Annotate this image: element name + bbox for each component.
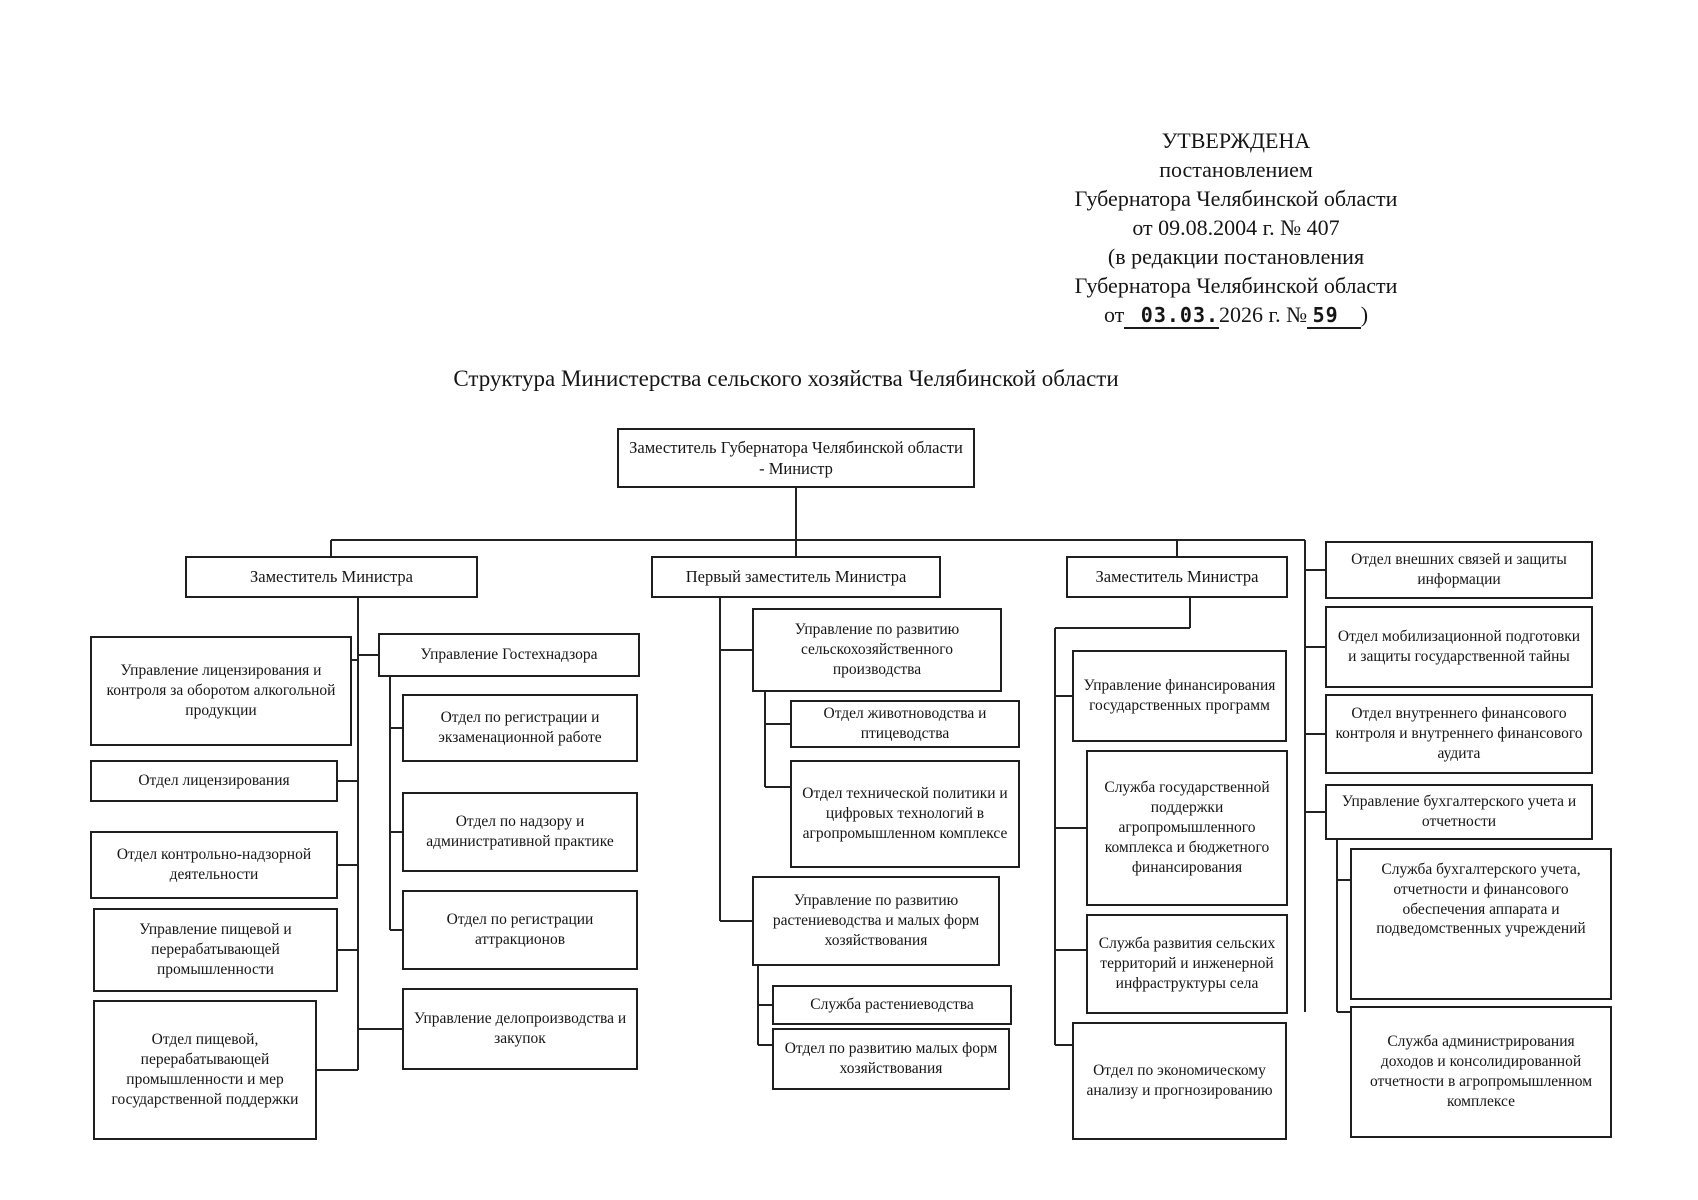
- org-box-revenue-admin-service: Служба администрирования доходов и консо…: [1350, 1006, 1612, 1138]
- amended-number-value: 59: [1312, 303, 1339, 327]
- org-box-economic-analysis-unit: Отдел по экономическому анализу и прогно…: [1072, 1022, 1287, 1140]
- approval-line: Губернатора Челябинской области: [1074, 273, 1398, 298]
- org-box-financing-dept: Управление финансирования государственны…: [1072, 650, 1287, 742]
- org-box-state-support-service: Служба государственной поддержки агропро…: [1086, 750, 1288, 906]
- org-box-records-procurement-dept: Управление делопроизводства и закупок: [402, 988, 638, 1070]
- approval-line: постановлением: [1159, 157, 1313, 182]
- org-box-licensing-unit: Отдел лицензирования: [90, 760, 338, 802]
- org-box-registration-exam-unit: Отдел по регистрации и экзаменационной р…: [402, 694, 638, 762]
- org-box-deputy-minister-right: Заместитель Министра: [1066, 556, 1288, 598]
- org-box-crop-service: Служба растениеводства: [772, 985, 1012, 1025]
- approval-amendment-line: от 03.03.2026 г. № 59 ): [1020, 300, 1452, 329]
- org-box-root-minister: Заместитель Губернатора Челябинской обла…: [617, 428, 975, 488]
- approval-line: (в редакции постановления: [1107, 244, 1365, 269]
- org-box-small-farms-unit: Отдел по развитию малых форм хозяйствова…: [772, 1028, 1010, 1090]
- approval-line: от 09.08.2004 г. № 407: [1132, 215, 1340, 240]
- amended-date-value: 03.03.: [1140, 303, 1220, 327]
- org-box-accounting-service: Служба бухгалтерского учета, отчетности …: [1350, 848, 1612, 1000]
- org-box-deputy-minister-left: Заместитель Министра: [185, 556, 478, 598]
- approval-line: УТВЕРЖДЕНА: [1161, 128, 1311, 153]
- org-box-external-relations-unit: Отдел внешних связей и защиты информации: [1325, 541, 1593, 599]
- org-box-control-supervision-unit: Отдел контрольно-надзорной деятельности: [90, 831, 338, 899]
- org-box-food-industry-unit: Отдел пищевой, перерабатывающей промышле…: [93, 1000, 317, 1140]
- org-box-tech-policy-unit: Отдел технической политики и цифровых те…: [790, 760, 1020, 868]
- org-box-first-deputy-minister: Первый заместитель Министра: [651, 556, 941, 598]
- amended-date-blank: 03.03.: [1124, 303, 1220, 329]
- org-box-food-industry-dept: Управление пищевой и перерабатывающей пр…: [93, 908, 338, 992]
- org-box-agri-production-dept: Управление по развитию сельскохозяйствен…: [752, 608, 1002, 692]
- org-box-licensing-dept: Управление лицензирования и контроля за …: [90, 636, 352, 746]
- amended-number-blank: 59: [1307, 303, 1361, 329]
- amended-year-number-label: 2026 г. №: [1219, 302, 1308, 327]
- org-box-internal-audit-unit: Отдел внутреннего финансового контроля и…: [1325, 694, 1593, 774]
- closing-paren: ): [1360, 302, 1369, 327]
- org-box-attractions-unit: Отдел по регистрации аттракционов: [402, 890, 638, 970]
- amended-from-label: от: [1103, 302, 1125, 327]
- org-box-crop-small-farms-dept: Управление по развитию растениеводства и…: [752, 876, 1000, 966]
- approval-block: УТВЕРЖДЕНА постановлением Губернатора Че…: [1020, 126, 1452, 329]
- org-box-gostekhnadzor-dept: Управление Гостехнадзора: [378, 633, 640, 677]
- approval-line: Губернатора Челябинской области: [1074, 186, 1398, 211]
- org-box-supervision-practice-unit: Отдел по надзору и административной прак…: [402, 792, 638, 872]
- org-box-mobilization-unit: Отдел мобилизационной подготовки и защит…: [1325, 606, 1593, 688]
- org-box-accounting-dept: Управление бухгалтерского учета и отчетн…: [1325, 784, 1593, 840]
- org-box-livestock-poultry-unit: Отдел животноводства и птицеводства: [790, 700, 1020, 748]
- page-title: Структура Министерства сельского хозяйст…: [453, 366, 1119, 391]
- org-box-rural-development-service: Служба развития сельских территорий и ин…: [1086, 914, 1288, 1014]
